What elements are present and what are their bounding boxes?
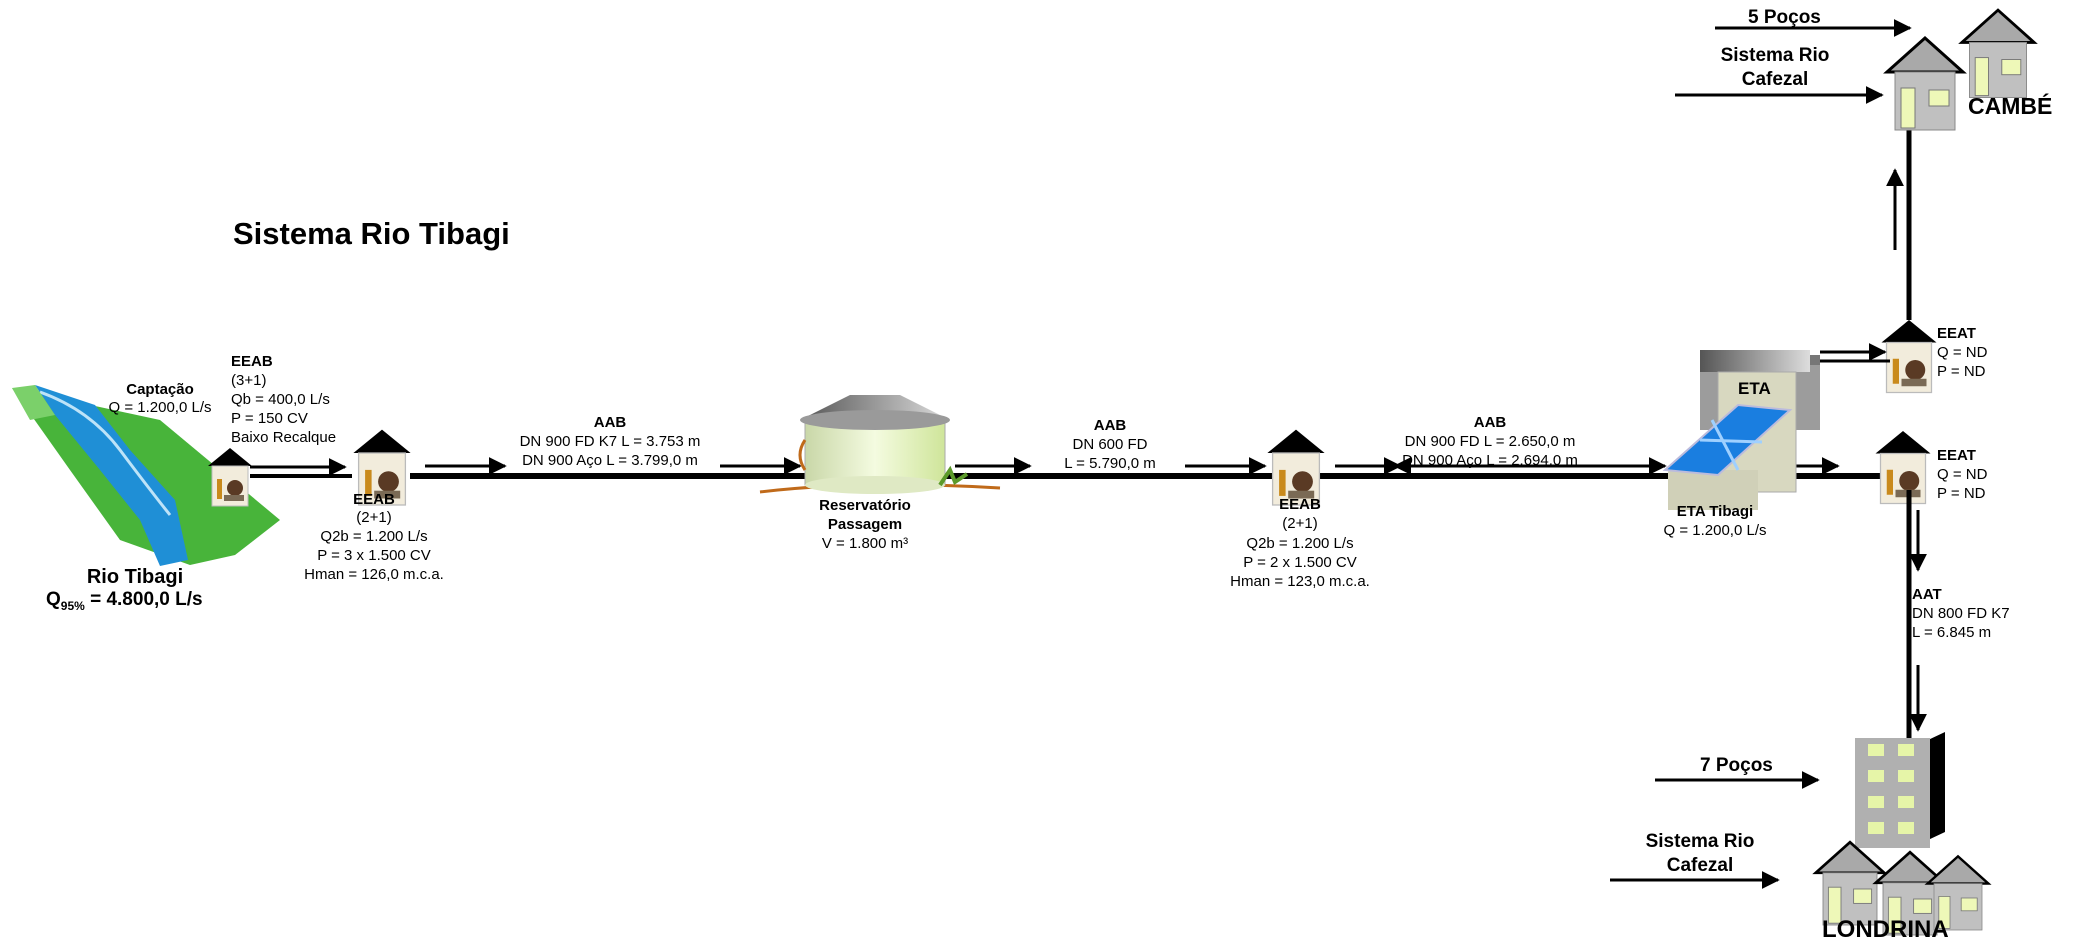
aab-2-title: AAB	[1093, 417, 1127, 434]
eeab-1-config: (2+1)	[356, 509, 392, 526]
eeab-2-pump-house-icon	[1266, 428, 1326, 506]
eta-title: ETA Tibagi	[1676, 503, 1754, 520]
eeab-1-q: Q2b = 1.200 L/s	[320, 528, 428, 545]
captacao-title: Captação	[126, 381, 194, 398]
reservoir-title-1: Reservatório	[819, 497, 911, 514]
aat-line2: L = 6.845 m	[1912, 624, 1992, 641]
londrina-system-1: Sistema Rio	[1645, 831, 1755, 852]
flow-arrows	[250, 457, 1840, 476]
captacao-flow: Q = 1.200,0 L/s	[108, 399, 212, 416]
cambe-wells: 5 Poços	[1748, 7, 1821, 28]
cambe-name: CAMBÉ	[1968, 93, 2053, 119]
reservoir-tank-icon	[759, 395, 1001, 494]
reservoir-volume: V = 1.800 m³	[821, 535, 909, 552]
aab-2-line1: DN 600 FD	[1072, 436, 1148, 453]
reservoir-title-2: Passagem	[827, 516, 903, 533]
eta-to-eeat-pipe	[1820, 343, 1890, 363]
eeab-1-title: EEAB	[353, 491, 395, 508]
aat-line1: DN 800 FD K7	[1912, 605, 2010, 622]
cambe-system-2: Cafezal	[1741, 69, 1809, 90]
londrina-system-2: Cafezal	[1666, 855, 1734, 876]
eeat-cambe-p: P = ND	[1937, 363, 1986, 380]
aat-pipeline	[1906, 490, 1927, 742]
eta-flow: Q = 1.200,0 L/s	[1663, 522, 1767, 539]
eeab-low-note: Baixo Recalque	[231, 429, 337, 446]
eeat-londrina-title: EEAT	[1937, 447, 1976, 464]
eeab-low-qb: Qb = 400,0 L/s	[231, 391, 330, 408]
eeab-2-title: EEAB	[1279, 496, 1321, 513]
aab-2-line2: L = 5.790,0 m	[1064, 455, 1156, 472]
cambe-system-1: Sistema Rio	[1720, 45, 1830, 66]
londrina-name: LONDRINA	[1822, 916, 1949, 943]
aab-1-line2: DN 900 Aço L = 3.799,0 m	[522, 452, 698, 469]
cambe-inflows	[1675, 19, 1912, 104]
aab-3-line2: DN 900 Aço L = 2.694,0 m	[1402, 452, 1578, 469]
eeab-low-config: (3+1)	[231, 372, 267, 389]
eeab-low-p: P = 150 CV	[231, 410, 308, 427]
eeab-low-title: EEAB	[231, 353, 273, 370]
eeat-cambe-q: Q = ND	[1937, 344, 1988, 361]
eeat-londrina-pump-house-icon	[1874, 430, 1932, 505]
aab-3-title: AAB	[1473, 414, 1507, 431]
captacao-pump-house-icon	[207, 447, 253, 507]
aat-title: AAT	[1912, 586, 1942, 603]
aab-3-line1: DN 900 FD L = 2.650,0 m	[1404, 433, 1576, 450]
eta-building-label: ETA	[1738, 379, 1771, 398]
eeab-2-hman: Hman = 123,0 m.c.a.	[1230, 573, 1370, 590]
londrina-inflows	[1610, 771, 1820, 889]
eeab-1-p: P = 3 x 1.500 CV	[317, 547, 431, 564]
eeat-cambe-pump-house-icon	[1880, 319, 1938, 394]
aab-1-line1: DN 900 FD K7 L = 3.753 m	[519, 433, 701, 450]
eeab-2-config: (2+1)	[1282, 515, 1318, 532]
londrina-wells: 7 Poços	[1700, 755, 1773, 776]
river-name: Rio Tibagi	[86, 566, 184, 588]
eeab-2-p: P = 2 x 1.500 CV	[1243, 554, 1357, 571]
eeat-londrina-p: P = ND	[1937, 485, 1986, 502]
diagram-title: Sistema Rio Tibagi	[233, 216, 510, 251]
eeat-londrina-q: Q = ND	[1937, 466, 1988, 483]
londrina-buildings-icon	[1814, 732, 1990, 937]
eeab-2-q: Q2b = 1.200 L/s	[1246, 535, 1354, 552]
aab-1-title: AAB	[593, 414, 627, 431]
river-q95: Q95% = 4.800,0 L/s	[46, 589, 203, 613]
eeat-cambe-title: EEAT	[1937, 325, 1976, 342]
eeab-1-hman: Hman = 126,0 m.c.a.	[304, 566, 444, 583]
eta-building-icon	[1662, 350, 1820, 510]
cambe-pipeline	[1886, 112, 1912, 320]
river-illustration	[12, 385, 280, 566]
